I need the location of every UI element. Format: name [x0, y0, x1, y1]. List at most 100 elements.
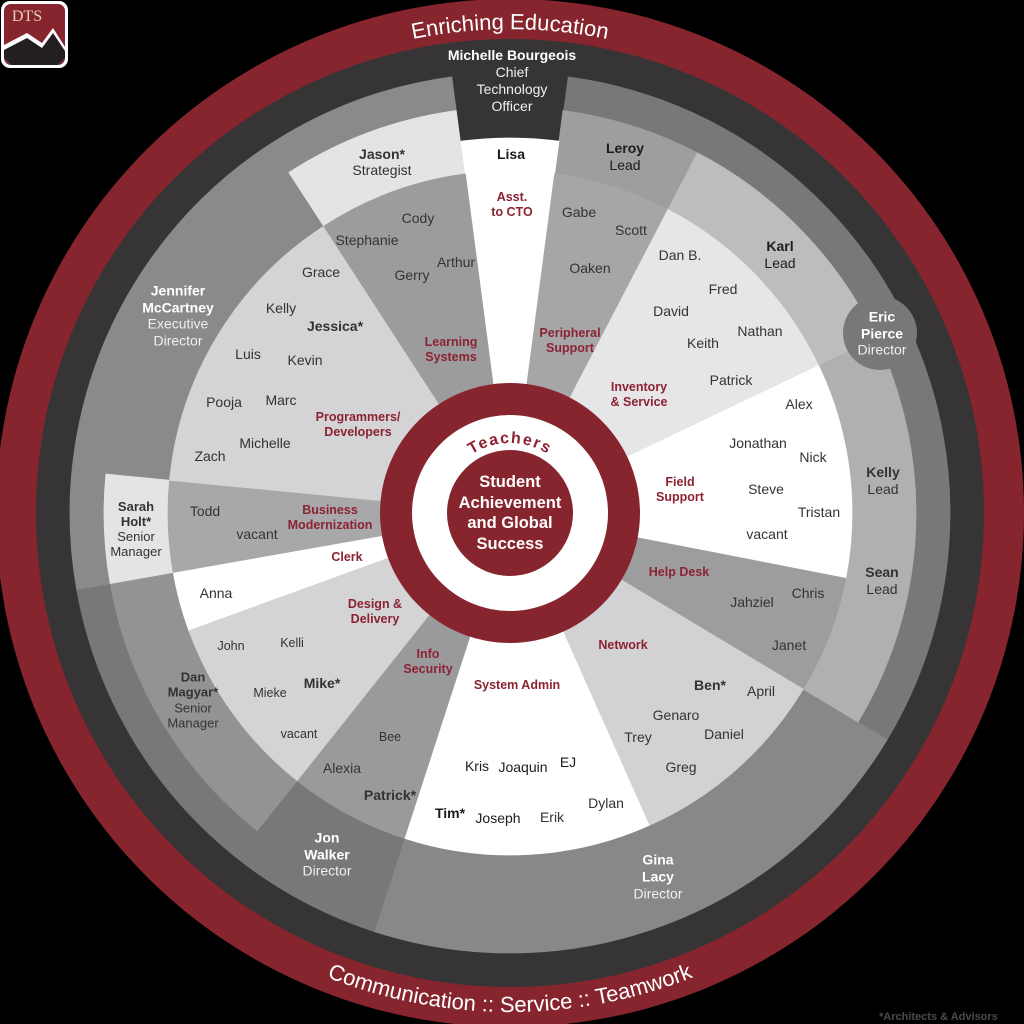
member-name: Mike* — [303, 675, 341, 691]
manager-name: Magyar* — [167, 684, 219, 700]
manager-name: Sarah — [117, 499, 155, 514]
team-label-business-modernization: Business Modernization — [288, 503, 373, 533]
lead-name: Kelly — [866, 464, 900, 480]
lead-name: Sean — [865, 564, 899, 580]
lead-title: Lead — [609, 157, 641, 173]
cto-title-line: Officer — [491, 98, 533, 114]
member-name: Steve — [748, 481, 784, 497]
member-name: Cody — [401, 210, 435, 226]
member-name: Alexia — [322, 760, 362, 776]
director-jon: Jon Walker Director — [302, 829, 351, 879]
member-name: Scott — [615, 222, 647, 238]
team-label-system-admin: System Admin — [473, 677, 561, 692]
member-name: Todd — [189, 503, 221, 519]
team-label-info-security: Info Security — [403, 647, 452, 677]
director-title: Director — [857, 341, 907, 358]
team-label-design-delivery: Design & Delivery — [348, 597, 402, 627]
director-name: Gina — [642, 851, 674, 868]
mission-line: Student — [479, 473, 541, 491]
member-name: Alex — [785, 396, 813, 412]
director-name: Lacy — [642, 868, 674, 885]
team-label-line: Design & — [347, 597, 403, 611]
team-label-clerk: Clerk — [331, 549, 363, 564]
member-name: Nick — [799, 449, 827, 465]
manager-title: Strategist — [352, 162, 412, 178]
member-name: Joseph — [475, 810, 521, 826]
logo-mountain-icon — [4, 33, 65, 65]
team-label-line: Peripheral — [539, 326, 601, 340]
member-name: vacant — [236, 526, 278, 542]
member-name: EJ — [559, 754, 577, 770]
member-name: Nathan — [737, 323, 783, 339]
member-name: Joaquin — [498, 759, 548, 775]
logo-text: DTS — [12, 8, 42, 25]
member-name: Dylan — [588, 795, 624, 811]
lead-karl: Karl Lead — [764, 238, 795, 272]
member-name: Grace — [301, 264, 341, 280]
manager-title: Senior — [117, 529, 155, 544]
manager-name: Holt* — [120, 514, 152, 529]
member-name: Daniel — [704, 726, 744, 742]
mission-line: Achievement — [458, 493, 562, 512]
team-label-line: Learning — [424, 335, 478, 349]
cto-block: Michelle Bourgeois Chief Technology Offi… — [448, 47, 576, 115]
member-name: Trey — [624, 729, 652, 745]
member-name: Gabe — [561, 204, 597, 220]
director-name: Jennifer — [150, 282, 206, 299]
member-name: Patrick — [709, 372, 753, 388]
director-gina: Gina Lacy Director — [633, 852, 682, 903]
cto-title-line: Chief — [495, 64, 529, 80]
mission-line: and Global — [467, 514, 553, 532]
member-name: Luis — [235, 346, 261, 362]
member-name: Ben* — [694, 677, 726, 693]
lead-kelly: Kelly Lead — [866, 464, 899, 498]
member-name: Fred — [708, 281, 738, 297]
team-label-line: Support — [546, 341, 594, 355]
director-title: Director — [153, 332, 203, 349]
member-name: Chris — [791, 585, 825, 601]
member-name: Jahziel — [730, 594, 774, 610]
member-name: Dan B. — [658, 247, 702, 263]
team-label-line: to CTO — [491, 205, 533, 219]
member-name: Kelli — [280, 635, 304, 650]
member-name: Lisa — [496, 146, 526, 162]
lead-sean: Sean Lead — [865, 564, 898, 598]
member-name: Stephanie — [335, 232, 399, 248]
member-name: Tristan — [797, 504, 841, 520]
team-label-line: Field — [665, 475, 695, 489]
lead-name: Leroy — [605, 140, 645, 156]
member-name: Marc — [265, 392, 297, 408]
cto-name: Michelle Bourgeois — [447, 47, 577, 63]
member-name: Arthur — [436, 254, 476, 270]
manager-title: Manager — [167, 715, 219, 731]
member-name: Michelle — [239, 435, 291, 451]
director-title: Director — [302, 862, 352, 879]
member-name: Jessica* — [306, 318, 364, 334]
member-name: Genaro — [652, 707, 700, 723]
team-label-line: Asst. — [496, 190, 528, 204]
center-mission: Student Achievement and Global Success — [459, 472, 562, 554]
director-name: Eric — [868, 308, 896, 325]
team-label-programmers-developers: Programmers/ Developers — [316, 410, 401, 440]
lead-name: Karl — [766, 238, 794, 254]
member-name: Bee — [378, 729, 402, 744]
director-name: Walker — [304, 845, 350, 862]
member-name: Keith — [687, 335, 719, 351]
member-name: Mieke — [253, 685, 287, 700]
manager-title: Manager — [110, 544, 162, 559]
director-name: Jon — [314, 829, 340, 846]
footnote: *Architects & Advisors — [879, 1011, 998, 1023]
manager-dan: Dan Magyar* Senior Manager — [167, 669, 218, 730]
team-label-inventory-service: Inventory & Service — [611, 380, 668, 410]
member-name: Patrick* — [363, 787, 417, 803]
team-label-field-support: Field Support — [656, 475, 704, 505]
director-title: Executive — [147, 316, 209, 332]
director-jennifer: Jennifer McCartney Executive Director — [142, 283, 214, 350]
director-eric: Eric Pierce Director — [857, 308, 906, 358]
team-label-network: Network — [598, 637, 648, 652]
team-label-line: Inventory — [610, 380, 668, 394]
director-name: Pierce — [860, 324, 904, 341]
team-label-line: Business — [302, 503, 358, 517]
dts-logo: DTS — [1, 1, 68, 68]
team-label-line: Security — [403, 662, 453, 676]
